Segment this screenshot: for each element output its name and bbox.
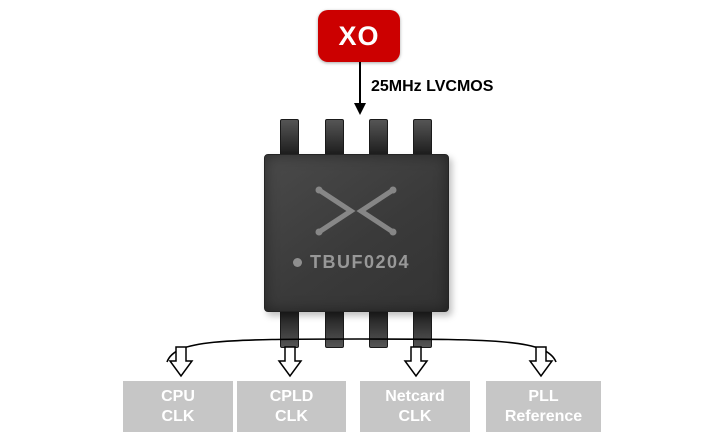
input-arrow [354,62,366,115]
output-arrow-cpu-clk [168,346,194,378]
chip-pin-bottom-3 [369,311,388,348]
output-box-pll-reference: PLL Reference [486,381,601,432]
xo-source-node: XO [318,10,400,62]
pin1-indicator-dot-icon [293,258,302,267]
clock-buffer-chip [264,154,449,312]
output-label-line1: CPU [161,387,195,405]
output-box-cpld-clk: CPLD CLK [237,381,346,432]
output-label-line1: CPLD [269,387,314,405]
output-label-line2: CLK [398,407,432,425]
output-label-line2: CLK [161,407,195,425]
chip-marking: TBUF0204 [310,252,411,272]
chip-pin-bottom-1 [280,311,299,348]
chip-pin-bottom-4 [413,311,432,348]
output-box-cpu-clk: CPU CLK [123,381,233,432]
chip-vendor-logo-icon [315,186,397,236]
output-label-line2: CLK [275,407,308,425]
chip-pin-top-3 [369,119,388,155]
chip-pin-bottom-2 [325,311,344,348]
chip-pin-top-2 [325,119,344,155]
chip-marking-row: TBUF0204 [293,252,410,273]
fanout-curve [166,338,557,363]
signal-label: 25MHz LVCMOS [371,78,494,95]
chip-pin-top-1 [280,119,299,155]
xo-source-label: XO [338,20,380,51]
output-arrow-cpld-clk [277,346,303,378]
output-label-line1: PLL [528,387,559,405]
chip-pin-top-4 [413,119,432,155]
output-arrow-pll-reference [528,346,554,378]
output-box-netcard-clk: Netcard CLK [360,381,470,432]
output-arrow-netcard-clk [403,346,429,378]
output-label-line2: Reference [504,407,583,425]
output-label-line1: Netcard [385,387,445,405]
